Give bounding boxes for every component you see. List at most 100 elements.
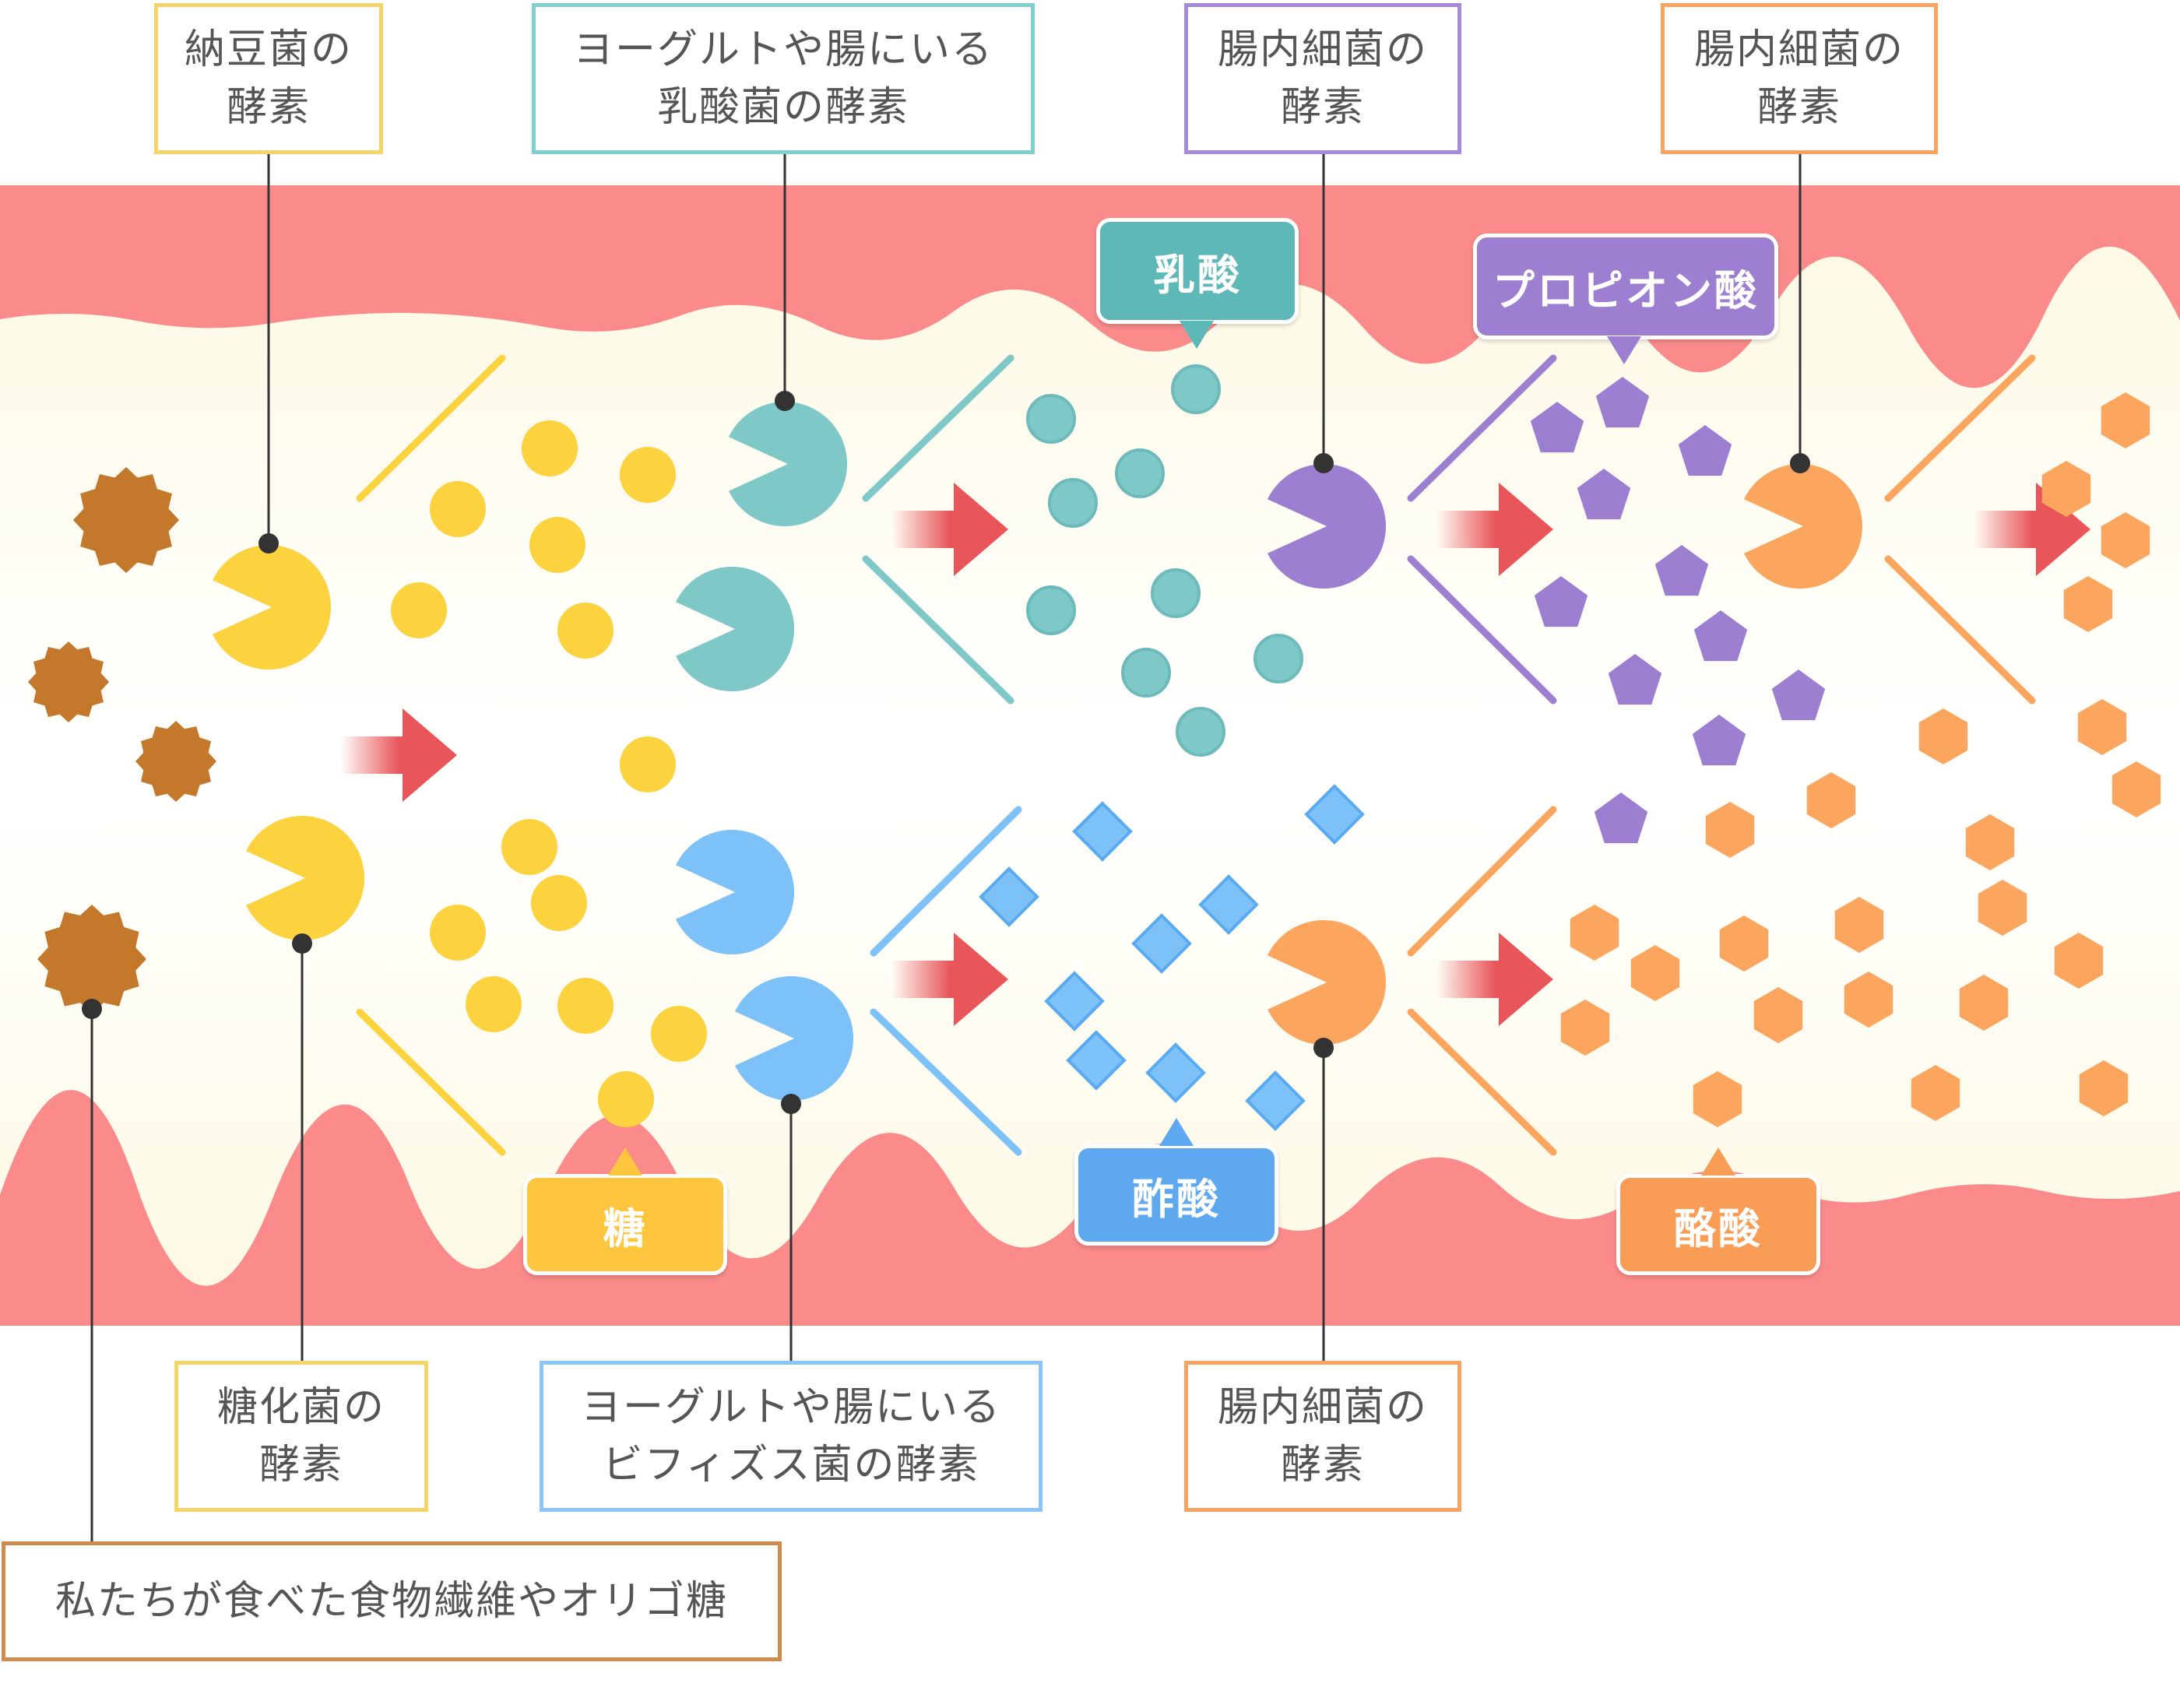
enzyme-pacman-icon <box>676 830 795 954</box>
sugar-circle-icon <box>557 978 614 1034</box>
enzyme-pacman-icon <box>676 567 795 691</box>
acetic-acid-diamond-icon <box>1066 1030 1127 1091</box>
tag-sugar: 糖 <box>523 1174 727 1275</box>
butyric-acid-hexagon-icon <box>1834 897 1884 953</box>
sugar-circle-icon <box>501 819 557 875</box>
label-saccharifying-enzyme: 糖化菌の 酵素 <box>174 1361 428 1512</box>
label-dietary-fiber: 私たちが食べた食物繊維やオリゴ糖 <box>2 1541 782 1661</box>
propionic-acid-pentagon-icon <box>1595 377 1650 428</box>
sugar-circle-icon <box>651 1006 707 1062</box>
flow-arrow-icon <box>340 708 457 802</box>
tag-propionic-acid-tail <box>1607 336 1641 364</box>
tag-acetic-acid-tail <box>1159 1118 1194 1146</box>
butyric-acid-hexagon-icon <box>2077 699 2127 755</box>
butyric-acid-hexagon-icon <box>1959 975 2009 1031</box>
fiber-particle-icon <box>135 721 216 802</box>
acetic-acid-diamond-icon <box>1245 1070 1306 1131</box>
reaction-line <box>356 1008 506 1156</box>
lactic-acid-circle-icon <box>1254 634 1303 684</box>
butyric-acid-hexagon-icon <box>2101 392 2150 448</box>
reaction-line <box>862 354 1014 502</box>
reaction-line <box>870 806 1022 957</box>
butyric-acid-hexagon-icon <box>2054 933 2104 989</box>
leader-lines <box>90 154 1802 1541</box>
fiber-particle-icon <box>28 641 109 722</box>
particle-layer <box>28 354 2161 1156</box>
acetic-acid-diamond-icon <box>1304 784 1365 845</box>
sugar-circle-icon <box>620 736 676 792</box>
reaction-line <box>870 1008 1022 1156</box>
enzyme-pacman-icon <box>729 401 848 526</box>
sugar-circle-icon <box>529 517 585 573</box>
fiber-particle-icon <box>37 905 146 1014</box>
label-bifidus-enzyme: ヨーグルトや腸にいる ビフィズス菌の酵素 <box>540 1361 1043 1512</box>
tag-butyric-acid-tail <box>1701 1147 1735 1176</box>
lactic-acid-circle-icon <box>1048 478 1098 528</box>
butyric-acid-hexagon-icon <box>2101 512 2150 568</box>
reaction-line <box>862 555 1014 705</box>
acetic-acid-diamond-icon <box>1145 1042 1206 1103</box>
tag-sugar-tail <box>608 1147 642 1176</box>
label-gut-bacteria-enzyme-orange-top: 腸内細菌の 酵素 <box>1661 3 1938 154</box>
sugar-circle-icon <box>557 603 614 659</box>
label-natto-enzyme: 納豆菌の 酵素 <box>154 3 383 154</box>
butyric-acid-hexagon-icon <box>1844 972 1893 1028</box>
enzyme-pacman-icon <box>1268 919 1387 1045</box>
reaction-line <box>1407 354 1557 502</box>
butyric-acid-hexagon-icon <box>2079 1060 2129 1116</box>
lactic-acid-circle-icon <box>1026 585 1076 635</box>
sugar-circle-icon <box>531 875 587 931</box>
lactic-acid-circle-icon <box>1171 364 1221 414</box>
propionic-acid-pentagon-icon <box>1594 792 1648 844</box>
butyric-acid-hexagon-icon <box>1560 1000 1610 1056</box>
lactic-acid-circle-icon <box>1121 648 1171 698</box>
butyric-acid-hexagon-icon <box>1918 708 1968 764</box>
sugar-circle-icon <box>598 1071 654 1127</box>
butyric-acid-hexagon-icon <box>1570 905 1619 961</box>
fiber-particle-icon <box>73 467 179 573</box>
tag-acetic-acid: 酢酸 <box>1074 1144 1278 1246</box>
label-gut-bacteria-enzyme-purple: 腸内細菌の 酵素 <box>1184 3 1461 154</box>
tag-lactic-acid-tail <box>1180 321 1214 349</box>
enzyme-pacman-icon <box>1744 464 1863 589</box>
label-lactic-bacteria-enzyme: ヨーグルトや腸にいる 乳酸菌の酵素 <box>532 3 1035 154</box>
butyric-acid-hexagon-icon <box>1753 987 1803 1043</box>
acetic-acid-diamond-icon <box>1131 913 1192 974</box>
propionic-acid-pentagon-icon <box>1692 715 1746 766</box>
lactic-acid-circle-icon <box>1115 448 1165 498</box>
butyric-acid-hexagon-icon <box>1911 1065 1960 1121</box>
propionic-acid-pentagon-icon <box>1678 425 1732 476</box>
reaction-line <box>1407 555 1557 705</box>
tag-propionic-acid: プロピオン酸 <box>1473 234 1778 339</box>
propionic-acid-pentagon-icon <box>1771 669 1826 721</box>
flow-arrow-icon <box>1436 933 1553 1026</box>
enzyme-pacman-icon <box>1268 464 1387 589</box>
leader-dots <box>82 391 1810 1114</box>
acetic-acid-diamond-icon <box>979 866 1039 927</box>
butyric-acid-hexagon-icon <box>1965 814 2015 870</box>
propionic-acid-pentagon-icon <box>1608 654 1662 705</box>
propionic-acid-pentagon-icon <box>1530 402 1584 453</box>
enzyme-pacman-icon <box>735 976 854 1101</box>
butyric-acid-hexagon-icon <box>1630 945 1680 1001</box>
acetic-acid-diamond-icon <box>1198 874 1259 935</box>
propionic-acid-pentagon-icon <box>1577 469 1631 520</box>
label-gut-bacteria-enzyme-orange-bottom: 腸内細菌の 酵素 <box>1184 1361 1461 1512</box>
propionic-acid-pentagon-icon <box>1654 545 1709 596</box>
reaction-line <box>1407 806 1557 957</box>
butyric-acid-hexagon-icon <box>1719 916 1769 972</box>
sugar-circle-icon <box>430 905 486 961</box>
butyric-acid-hexagon-icon <box>1806 772 1856 828</box>
propionic-acid-pentagon-icon <box>1693 610 1748 662</box>
reaction-line <box>356 354 506 502</box>
reaction-line <box>1884 555 2036 705</box>
sugar-circle-icon <box>430 481 486 537</box>
lactic-acid-circle-icon <box>1151 568 1201 618</box>
tag-butyric-acid: 酪酸 <box>1616 1174 1820 1275</box>
enzyme-pacman-icon <box>213 545 332 669</box>
reaction-line <box>1884 354 2036 502</box>
butyric-acid-hexagon-icon <box>1693 1071 1742 1127</box>
butyric-acid-hexagon-icon <box>1978 880 2027 936</box>
sugar-circle-icon <box>522 420 578 476</box>
